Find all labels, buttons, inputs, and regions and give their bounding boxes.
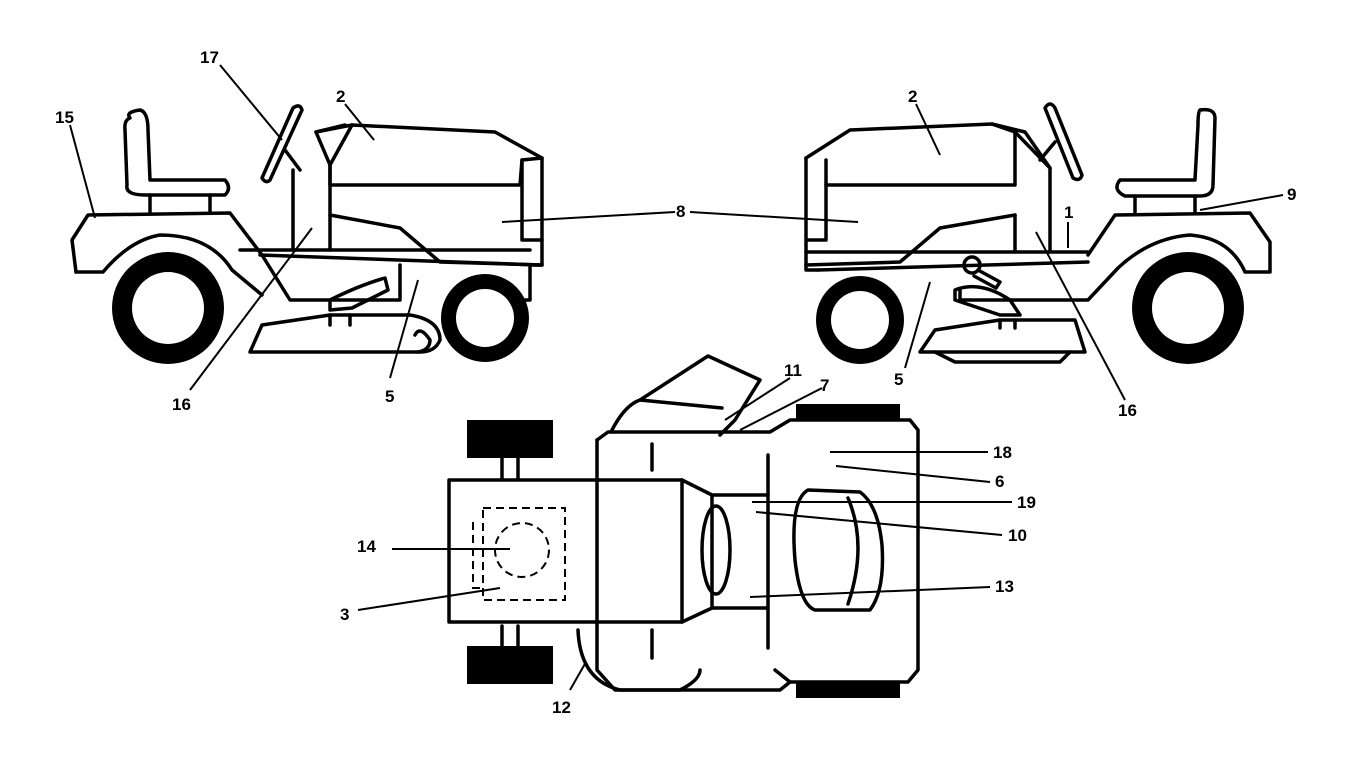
tractor-right-view (804, 102, 1272, 364)
front-wheel-top (467, 420, 553, 458)
rear-wheel-top (796, 404, 900, 420)
callout-9: 9 (1287, 185, 1296, 204)
callout-12: 12 (552, 698, 571, 717)
front-wheel-top (467, 646, 553, 684)
callout-18: 18 (993, 443, 1012, 462)
callout-15: 15 (55, 108, 74, 127)
rear-wheel-top (796, 682, 900, 698)
callout-5-right: 5 (894, 370, 903, 389)
leader-lines (69, 64, 1284, 691)
callout-11: 11 (784, 361, 802, 380)
callout-3: 3 (340, 605, 349, 624)
callout-2-right: 2 (908, 87, 917, 106)
callout-5-left: 5 (385, 387, 394, 406)
callout-16-right: 16 (1118, 401, 1137, 420)
callout-8: 8 (676, 202, 685, 221)
callout-2-left: 2 (336, 87, 345, 106)
callout-16-left: 16 (172, 395, 191, 414)
tractor-left-view (70, 104, 544, 364)
tractor-top-view (447, 354, 920, 698)
callout-13: 13 (995, 577, 1014, 596)
callout-17: 17 (200, 48, 219, 67)
callout-labels: 1 2 2 3 5 5 6 7 8 9 10 11 12 13 14 15 16… (55, 48, 1296, 717)
callout-7: 7 (820, 376, 829, 395)
callout-1: 1 (1064, 203, 1073, 222)
callout-19: 19 (1017, 493, 1036, 512)
callout-10: 10 (1008, 526, 1027, 545)
callout-6: 6 (995, 472, 1004, 491)
callout-14: 14 (357, 537, 376, 556)
